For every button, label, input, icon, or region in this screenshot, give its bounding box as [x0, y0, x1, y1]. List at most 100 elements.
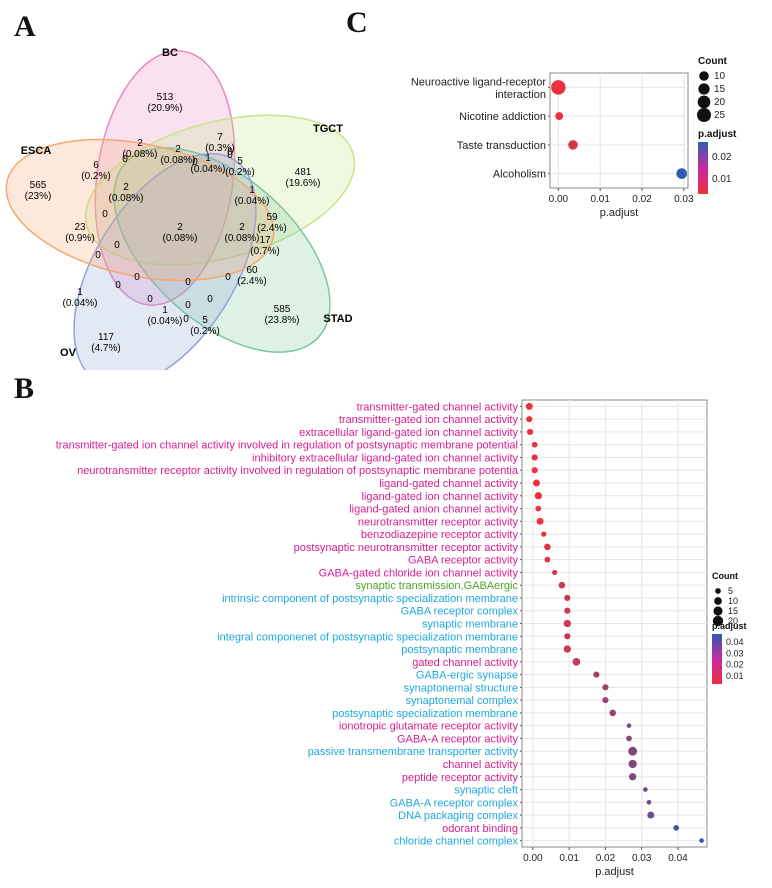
venn-region-percent: (0.04%)	[147, 316, 182, 327]
venn-region-count: 2	[175, 144, 181, 155]
x-tick-label: 0.01	[559, 853, 579, 864]
data-point	[676, 168, 688, 179]
venn-region-count: 17	[259, 235, 271, 246]
color-legend-bar	[698, 142, 708, 194]
data-point	[646, 799, 652, 805]
panel-label-b: B	[14, 372, 35, 405]
venn-region-count: 2	[239, 222, 245, 233]
data-point	[558, 581, 566, 589]
data-point	[564, 594, 571, 602]
venn-region-count: 5	[202, 315, 208, 326]
y-tick-label: postsynaptic neurotransmitter receptor a…	[294, 542, 519, 554]
x-tick-label: 0.02	[632, 194, 652, 205]
y-tick-label: transmitter-gated ion channel activity	[339, 414, 519, 426]
size-legend-label: 5	[728, 586, 733, 596]
y-tick-label: synaptic cleft	[454, 785, 518, 797]
data-point	[555, 112, 564, 121]
size-legend-title: Count	[712, 571, 738, 581]
data-point	[628, 759, 637, 769]
color-legend-label: 0.03	[726, 648, 744, 658]
data-point	[552, 569, 558, 576]
venn-diagram: BC TGCT STAD OV ESCA 513(20.9%)481(19.6%…	[5, 47, 356, 370]
y-tick-label: GABA receptor complex	[401, 606, 519, 618]
data-point	[593, 671, 600, 678]
venn-region-count: 1	[205, 153, 211, 164]
venn-region-percent: (0.7%)	[250, 246, 279, 257]
y-tick-label: passive transmembrane transporter activi…	[308, 746, 519, 758]
venn-set-label: OV	[60, 347, 77, 359]
y-tick-label: intrinsic component of postsynaptic spec…	[222, 593, 518, 605]
venn-region-count: 2	[137, 138, 143, 149]
venn-region-count: 481	[295, 167, 312, 178]
venn-region-percent: (0.04%)	[234, 196, 269, 207]
venn-region-count: 117	[98, 332, 114, 343]
venn-region-count: 0	[192, 157, 198, 168]
data-point	[526, 428, 534, 436]
size-legend-dot	[699, 71, 709, 81]
venn-region-count: 513	[157, 92, 174, 103]
data-point	[533, 479, 540, 487]
venn-region-count: 0	[185, 300, 191, 311]
data-point	[647, 811, 655, 819]
venn-region-percent: (19.6%)	[285, 178, 320, 189]
data-point	[572, 657, 581, 666]
y-tick-label: gated channel activity	[412, 657, 518, 669]
y-tick-label: integral componenet of postsynaptic spec…	[217, 631, 518, 643]
venn-region-percent: (0.2%)	[81, 171, 110, 182]
venn-region-count: 5	[237, 156, 243, 167]
data-point	[564, 607, 571, 614]
venn-set-label: BC	[162, 47, 178, 59]
x-tick-label: 0.00	[523, 853, 543, 864]
y-tick-label: inhibitory extracellular ligand-gated io…	[252, 452, 518, 464]
venn-region-count: 585	[274, 304, 291, 315]
y-tick-label: ionotropic glutamate receptor activity	[339, 721, 519, 733]
venn-region-count: 0	[134, 272, 140, 283]
size-legend-dot	[697, 108, 711, 122]
y-tick-label: neurotransmitter receptor activity	[358, 516, 519, 528]
y-tick-label: GABA-A receptor complex	[390, 797, 519, 809]
data-point	[526, 416, 533, 423]
venn-ellipse-bc	[94, 50, 236, 306]
size-legend-dot	[714, 597, 722, 605]
venn-ellipse-esca	[5, 138, 275, 282]
data-point	[544, 543, 551, 551]
venn-region-count: 0	[115, 280, 121, 291]
venn-region-percent: (0.9%)	[65, 233, 94, 244]
y-tick-label: postsynaptic specialization membrane	[332, 708, 518, 720]
venn-region-count: 1	[162, 305, 168, 316]
size-legend-label: 25	[714, 110, 726, 121]
venn-set-label: ESCA	[21, 145, 52, 157]
venn-region-percent: (23%)	[25, 191, 52, 202]
venn-region-count: 0	[225, 272, 231, 283]
color-legend-bar	[712, 634, 722, 684]
y-tick-label: synaptic transmission,GABAergic	[355, 580, 518, 592]
y-tick-label: peptide receptor activity	[402, 772, 519, 784]
venn-region-count: 7	[217, 132, 223, 143]
x-tick-label: 0.01	[590, 194, 610, 205]
y-tick-label: extracellular ligand-gated ion channel a…	[299, 427, 518, 439]
y-tick-label: synaptonemal structure	[404, 682, 518, 694]
color-legend-title: p.adjust	[712, 621, 747, 631]
y-tick-label: Alcoholism	[493, 169, 546, 181]
y-tick-label: GABA-ergic synapse	[416, 670, 518, 682]
data-point	[626, 735, 632, 742]
data-point	[568, 140, 578, 150]
venn-region-count: 6	[93, 160, 99, 171]
venn-region-percent: (0.2%)	[190, 326, 219, 337]
venn-region-count: 1	[77, 287, 83, 298]
data-point	[628, 773, 637, 781]
y-tick-label: synaptic membrane	[422, 619, 518, 631]
x-axis-title: p.adjust	[600, 207, 639, 219]
y-tick-label: GABA receptor activity	[408, 555, 519, 567]
y-tick-label: ligand-gated anion channel activity	[349, 504, 518, 516]
venn-region-percent: (0.08%)	[224, 233, 259, 244]
color-legend-label: 0.01	[712, 174, 732, 185]
data-point	[602, 697, 609, 704]
venn-region-count: 23	[74, 222, 86, 233]
data-point	[563, 619, 571, 628]
venn-region-percent: (2.4%)	[257, 223, 286, 234]
data-point	[544, 556, 551, 563]
x-tick-label: 0.02	[596, 853, 616, 864]
